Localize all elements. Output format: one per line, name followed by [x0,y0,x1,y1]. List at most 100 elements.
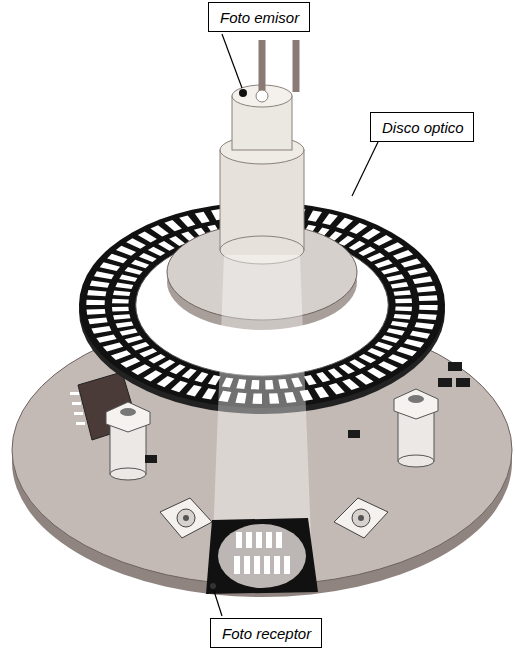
trimmer [334,498,388,538]
disc-slot [413,276,433,284]
disc-slot [304,375,317,385]
callout-label: Foto emisor [220,9,298,27]
disc-slot [151,225,169,236]
disc-slot [157,376,175,387]
callout-box: Foto receptor [210,618,322,648]
disc-slot [384,242,404,252]
disc-slot [367,253,385,262]
standoff-post [106,402,150,480]
photo-receptor [206,518,318,594]
disc-slot [322,214,338,226]
disc-slot [336,218,353,229]
disc-slot [90,281,110,288]
disc-slot [116,246,136,256]
disc-slot [308,210,322,221]
disc-slot [329,383,345,395]
disc-slot [367,348,385,357]
disc-slot [386,274,404,281]
disc-slot [195,372,209,382]
disc-slot [138,231,157,242]
disc-slot [387,328,405,335]
disc-slot [375,260,393,269]
disc-slot [126,238,146,249]
disc-slot [91,326,111,334]
disc-slot [359,354,376,363]
disc-slot [131,364,150,375]
disc-slot [120,329,138,336]
callout-label: Foto receptor [222,625,310,643]
disc-slot [94,271,114,279]
disc-slot [349,241,366,251]
callout-label: Disco optico [382,119,462,137]
callout-box: Disco optico [370,112,474,142]
disc-slot [125,267,143,275]
disc-slot [103,343,123,352]
disc-slot [186,385,202,397]
disc-slot [169,236,185,246]
disc-slot [96,334,116,342]
disc-slot [120,357,140,367]
standoff-post [394,389,438,467]
disc-slot [131,342,149,351]
disc-slot [349,359,366,369]
disc-slot [171,381,188,392]
disc-slot [381,335,399,343]
disc-slot [410,331,430,339]
disc-slot [139,253,157,262]
disc-slot [358,247,375,256]
disc-slot [381,267,399,275]
disc-slot [378,361,398,372]
disc-slot [116,321,134,328]
disc-slot [125,335,143,343]
disc-slot [375,342,393,350]
disc-slot [112,299,129,304]
disc-slot [164,220,181,231]
disc-slot [158,241,175,251]
disc-slot [139,348,157,357]
disc-slot [148,247,165,256]
disc-slot [342,379,359,390]
disc-slot [115,282,133,289]
disc-slot [418,314,437,320]
disc-slot [88,318,108,325]
disc-slot [170,364,186,374]
disc-slot [415,322,435,329]
disc-slot [314,387,329,399]
disc-slot [349,223,367,234]
disc-slot [416,286,436,293]
disc-slot [338,236,354,246]
disc-slot [407,267,427,275]
disc-slot [367,368,386,379]
disc-slot [87,290,106,296]
disc-slot [339,364,355,374]
callout-box: Foto emisor [208,2,310,32]
leader-line [214,34,378,616]
disc-slot [397,347,417,357]
disc-slot [395,307,412,312]
disc-slot [401,258,421,267]
disc-slot [328,368,343,378]
disc-slot [391,321,409,328]
disc-slot [113,291,130,297]
disc-slot [404,339,424,348]
disc-slot [355,374,373,385]
disc-slot [100,262,120,271]
disc-slot [107,254,127,264]
disc-slot [195,212,210,224]
disc-slot [362,229,381,240]
disc-slot [395,298,412,303]
disc-slot [316,372,330,382]
disc-slot [143,370,162,381]
trimmer [160,498,212,538]
disc-slot [111,350,131,360]
disc-slot [388,354,408,364]
disc-slot [87,309,106,315]
disc-slot [419,305,438,310]
chip-pins [70,392,85,425]
disc-slot [86,300,105,305]
disc-slot [208,375,221,385]
disc-slot [119,275,137,282]
